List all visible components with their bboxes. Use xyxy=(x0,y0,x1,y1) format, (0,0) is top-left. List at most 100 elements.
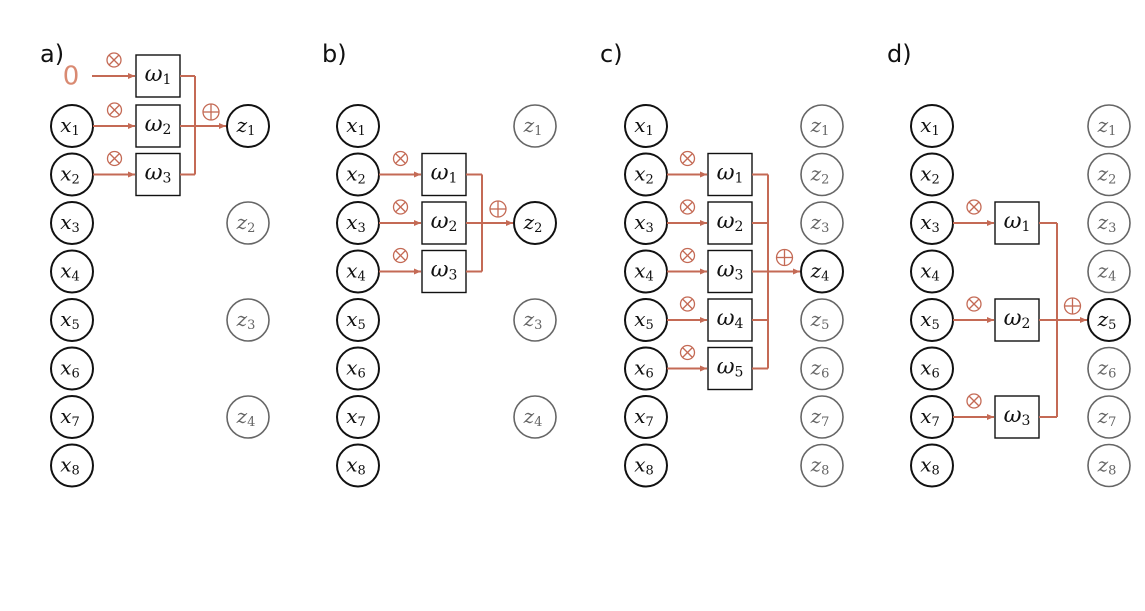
input-node-label: x3 xyxy=(60,210,80,236)
input-node-label: x5 xyxy=(346,307,366,333)
weight-box-ω2: ω2 xyxy=(707,201,753,245)
weight-box-ω1: ω1 xyxy=(421,152,467,197)
output-node-z2: z2 xyxy=(800,152,844,197)
input-node-x3: x3 xyxy=(910,201,954,245)
weight-label: ω2 xyxy=(145,112,172,138)
multiply-icon xyxy=(106,102,123,118)
sum-icon xyxy=(489,200,507,218)
input-node-label: x2 xyxy=(920,161,940,187)
output-node-z4: z4 xyxy=(513,395,557,439)
input-node-x7: x7 xyxy=(50,395,94,439)
output-node-z3: z3 xyxy=(1087,201,1131,245)
input-node-label: x4 xyxy=(634,258,654,284)
output-node-label: z3 xyxy=(1097,210,1117,236)
output-node-z2: z2 xyxy=(1087,152,1131,197)
multiply-icon xyxy=(106,150,123,167)
weight-label: ω4 xyxy=(717,306,744,332)
panel-c: c)x1x2x3x4x5x6x7x8z1z2z3z4z5z6z7z8ω1ω2ω3… xyxy=(600,40,844,488)
output-node-label: z4 xyxy=(1097,258,1117,284)
input-node-label: x6 xyxy=(346,355,366,381)
input-node-label: x2 xyxy=(346,161,366,187)
input-node-x1: x1 xyxy=(336,104,380,148)
output-node-z4: z4 xyxy=(800,249,844,294)
input-node-x7: x7 xyxy=(336,395,380,439)
output-node-label: z2 xyxy=(523,210,543,236)
panel-label: c) xyxy=(600,40,623,68)
multiply-icon xyxy=(966,296,982,312)
output-node-label: z4 xyxy=(236,404,256,430)
weight-box-ω3: ω3 xyxy=(994,395,1040,439)
output-node-label: z4 xyxy=(523,404,543,430)
output-node-label: z5 xyxy=(1097,307,1117,333)
input-node-x2: x2 xyxy=(50,152,94,197)
weight-box-ω3: ω3 xyxy=(421,249,467,294)
input-node-label: x5 xyxy=(634,307,654,333)
input-node-x4: x4 xyxy=(336,249,380,294)
weight-label: ω2 xyxy=(717,209,744,235)
output-node-z5: z5 xyxy=(1087,298,1131,342)
output-node-label: z6 xyxy=(810,355,830,381)
input-node-label: x6 xyxy=(634,355,654,381)
input-node-x2: x2 xyxy=(624,152,668,197)
weight-box-ω2: ω2 xyxy=(135,104,181,148)
input-node-label: x1 xyxy=(60,113,80,139)
output-node-label: z6 xyxy=(1097,355,1117,381)
input-node-x1: x1 xyxy=(910,104,954,148)
input-node-x6: x6 xyxy=(50,346,94,391)
weight-box-ω2: ω2 xyxy=(994,298,1040,342)
input-node-label: x3 xyxy=(346,210,366,236)
weight-box-ω1: ω1 xyxy=(135,54,181,98)
input-node-label: x8 xyxy=(60,452,80,478)
input-node-x4: x4 xyxy=(910,249,954,294)
multiply-icon xyxy=(966,199,982,215)
weight-label: ω2 xyxy=(431,209,458,235)
panel-label: a) xyxy=(40,40,64,68)
input-node-x6: x6 xyxy=(624,346,668,391)
input-node-label: x6 xyxy=(920,355,940,381)
output-node-label: z5 xyxy=(810,307,830,333)
input-node-x6: x6 xyxy=(910,346,954,391)
output-node-label: z8 xyxy=(1097,452,1117,478)
weight-label: ω1 xyxy=(717,161,744,187)
weight-label: ω3 xyxy=(145,161,172,187)
output-node-z1: z1 xyxy=(800,104,844,148)
input-node-x5: x5 xyxy=(624,298,668,342)
output-node-label: z1 xyxy=(236,113,256,139)
input-node-label: x8 xyxy=(920,452,940,478)
input-node-x5: x5 xyxy=(910,298,954,342)
output-node-label: z1 xyxy=(1097,113,1117,139)
weight-box-ω1: ω1 xyxy=(994,201,1040,245)
output-node-label: z3 xyxy=(523,307,543,333)
weight-label: ω3 xyxy=(1004,403,1031,429)
weight-box-ω2: ω2 xyxy=(421,201,467,245)
output-node-z2: z2 xyxy=(226,201,270,245)
input-node-x8: x8 xyxy=(910,443,954,488)
output-node-z3: z3 xyxy=(513,298,557,342)
output-node-z3: z3 xyxy=(226,298,270,342)
input-node-label: x3 xyxy=(920,210,940,236)
input-node-label: x1 xyxy=(346,113,366,139)
panel-label: d) xyxy=(887,40,912,68)
input-node-label: x2 xyxy=(634,161,654,187)
input-node-x5: x5 xyxy=(336,298,380,342)
input-node-x4: x4 xyxy=(50,249,94,294)
output-node-z4: z4 xyxy=(1087,249,1131,294)
output-node-z1: z1 xyxy=(1087,104,1131,148)
output-node-z4: z4 xyxy=(226,395,270,439)
input-node-label: x8 xyxy=(634,452,654,478)
output-node-z1: z1 xyxy=(513,104,557,148)
input-node-label: x4 xyxy=(346,258,366,284)
weight-box-ω5: ω5 xyxy=(707,346,753,391)
multiply-icon xyxy=(392,150,409,167)
input-node-label: x1 xyxy=(634,113,654,139)
zero-padding-label: 0 xyxy=(63,62,80,92)
output-node-label: z3 xyxy=(236,307,256,333)
input-node-x8: x8 xyxy=(50,443,94,488)
multiply-icon xyxy=(106,52,122,68)
input-node-label: x1 xyxy=(920,113,940,139)
weight-label: ω1 xyxy=(431,161,458,187)
input-node-x2: x2 xyxy=(336,152,380,197)
input-node-x7: x7 xyxy=(910,395,954,439)
